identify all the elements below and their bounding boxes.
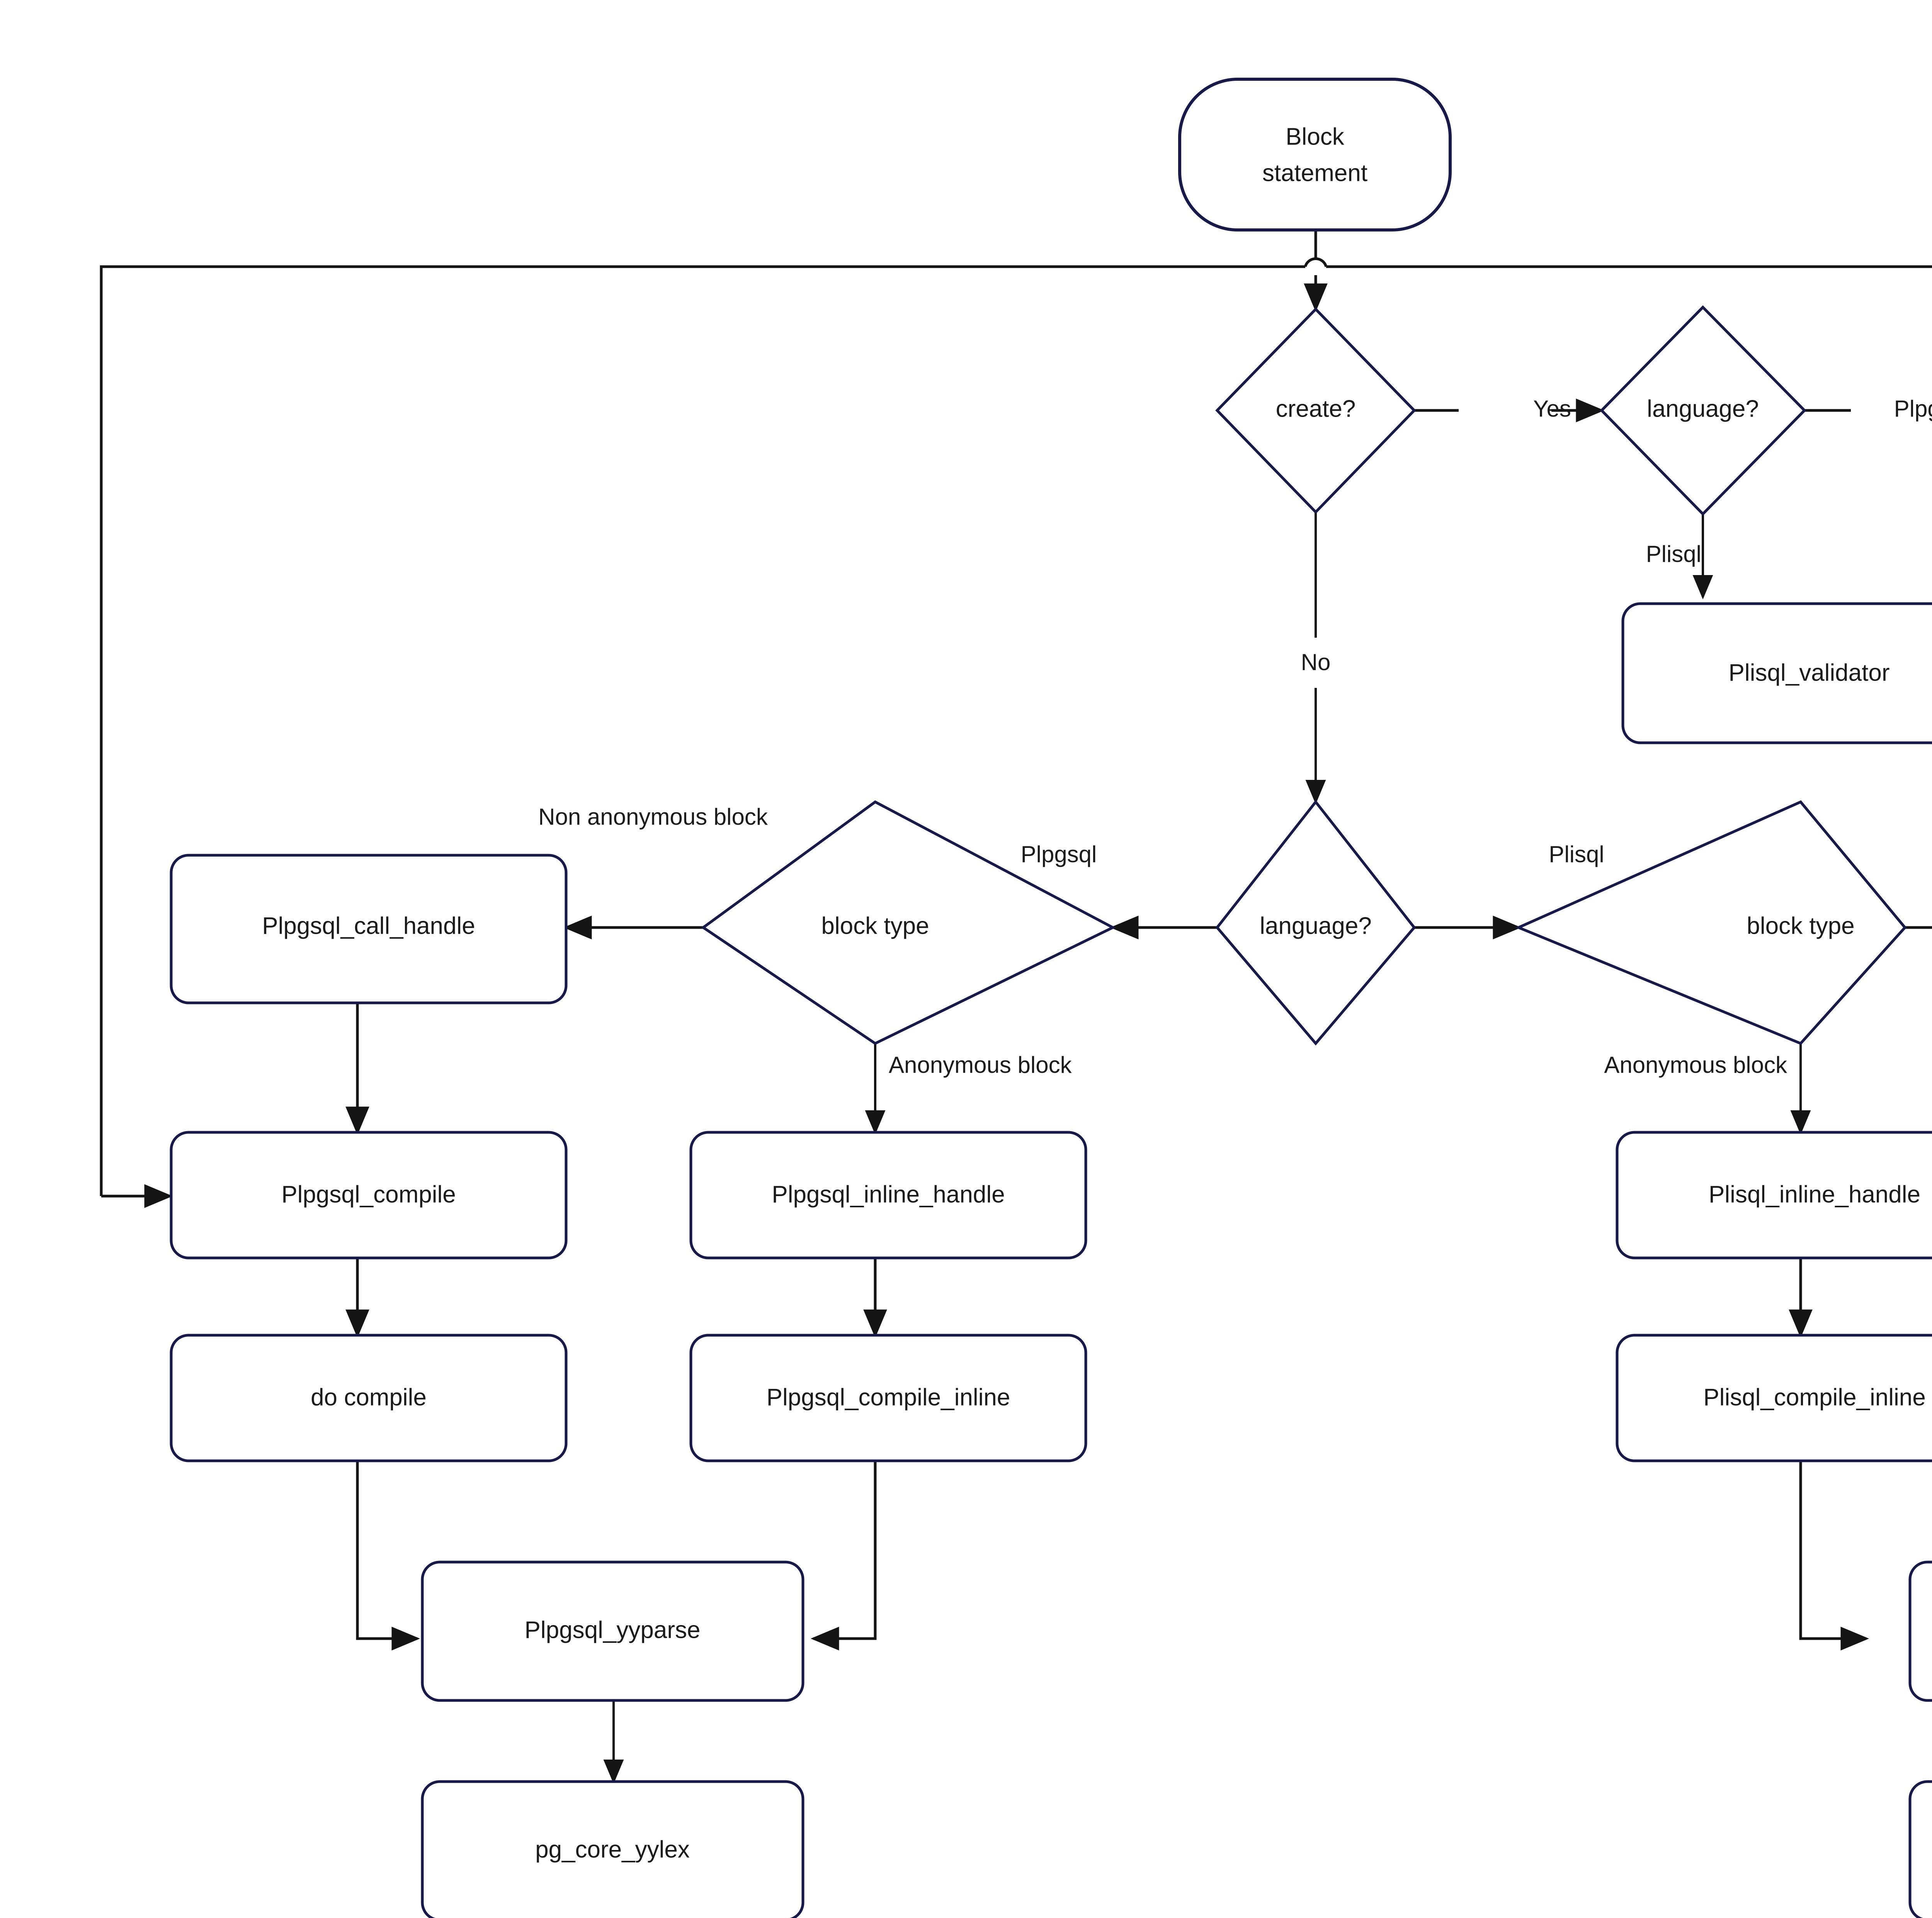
edge-label-yes: Yes	[1533, 396, 1571, 422]
node-block-statement[interactable]: Block statement	[1178, 78, 1452, 231]
edge-compile-inline-to-plpgsql-yyparse	[811, 1461, 877, 1651]
node-plisql-inline-handle[interactable]: Plisql_inline_handle	[1616, 1131, 1932, 1259]
node-plisql-compile-inline-label: Plisql_compile_inline	[1703, 1384, 1926, 1411]
edge-label-anon-left: Anonymous block	[889, 1052, 1072, 1078]
node-plisql-compile-inline[interactable]: Plisql_compile_inline	[1616, 1334, 1932, 1462]
node-plpgsql-inline-handle-label: Plpgsql_inline_handle	[772, 1181, 1005, 1208]
edge-do-compile-to-plpgsql-yyparse	[356, 1461, 420, 1651]
node-plpgsql-inline-handle[interactable]: Plpgsql_inline_handle	[689, 1131, 1087, 1259]
edge-feedback-bus-left	[100, 265, 1305, 1196]
node-plpgsql-yyparse[interactable]: Plpgsql_yyparse	[421, 1561, 804, 1702]
node-block-type-left[interactable]: block type	[701, 800, 1116, 1045]
node-plpgsql-compile-label: Plpgsql_compile	[281, 1181, 456, 1208]
node-create-decision-label: create?	[1276, 395, 1356, 422]
node-block-type-left-label: block type	[821, 912, 929, 939]
node-block-statement-label-line2: statement	[1262, 160, 1367, 186]
node-language-mid-decision-label: language?	[1260, 912, 1372, 939]
node-plpgsql-yyparse-label: Plpgsql_yyparse	[525, 1617, 701, 1643]
node-block-statement-label-line1: Block	[1286, 123, 1345, 150]
node-ora-core-yylex[interactable]: ora_core_yylex	[1908, 1780, 1932, 1918]
edge-plisql-compile-inline-to-yyparse	[1799, 1461, 1869, 1651]
node-plpgsql-call-handle-label: Plpgsql_call_handle	[262, 912, 475, 939]
node-pg-core-yylex-label: pg_core_yylex	[535, 1836, 690, 1863]
node-plpgsql-call-handle[interactable]: Plpgsql_call_handle	[170, 854, 568, 1004]
edge-label-no: No	[1301, 649, 1331, 675]
node-plisql-yyparse[interactable]: Plisql_yyparse	[1908, 1561, 1932, 1702]
node-plisql-inline-handle-label: Plisql_inline_handle	[1709, 1181, 1920, 1208]
edge-label-plpgsql-mid: Plpgsql	[1021, 841, 1097, 867]
node-do-compile-left-label: do compile	[311, 1384, 427, 1411]
node-language-mid-decision[interactable]: language?	[1215, 800, 1416, 1046]
edge-plpgsql-validator-feedback-right	[1326, 265, 1932, 268]
node-language-top-decision-label: language?	[1647, 395, 1759, 422]
edge-label-plpgsql-top: Plpgsql	[1894, 396, 1932, 422]
node-plpgsql-compile-inline-label: Plpgsql_compile_inline	[767, 1384, 1010, 1411]
line-hop-bridge	[1304, 257, 1328, 267]
edge-label-plisql-top: Plisql	[1646, 541, 1701, 567]
edge-label-plisql-mid: Plisql	[1549, 841, 1604, 867]
edge-label-non-anon-left: Non anonymous block	[538, 804, 768, 830]
node-plisql-validator[interactable]: Plisql_validator	[1621, 602, 1932, 744]
node-block-type-right-label: block type	[1747, 912, 1854, 939]
node-do-compile-left[interactable]: do compile	[170, 1334, 568, 1462]
node-create-decision[interactable]: create?	[1215, 307, 1416, 514]
node-pg-core-yylex[interactable]: pg_core_yylex	[421, 1780, 804, 1918]
node-plpgsql-compile-inline[interactable]: Plpgsql_compile_inline	[689, 1334, 1087, 1462]
node-block-type-right[interactable]: block type	[1515, 800, 1907, 1045]
node-plpgsql-compile[interactable]: Plpgsql_compile	[170, 1131, 568, 1259]
edge-label-anon-right: Anonymous block	[1604, 1052, 1787, 1078]
node-plisql-validator-label: Plisql_validator	[1729, 659, 1890, 686]
node-language-top-decision[interactable]: language?	[1600, 305, 1806, 516]
